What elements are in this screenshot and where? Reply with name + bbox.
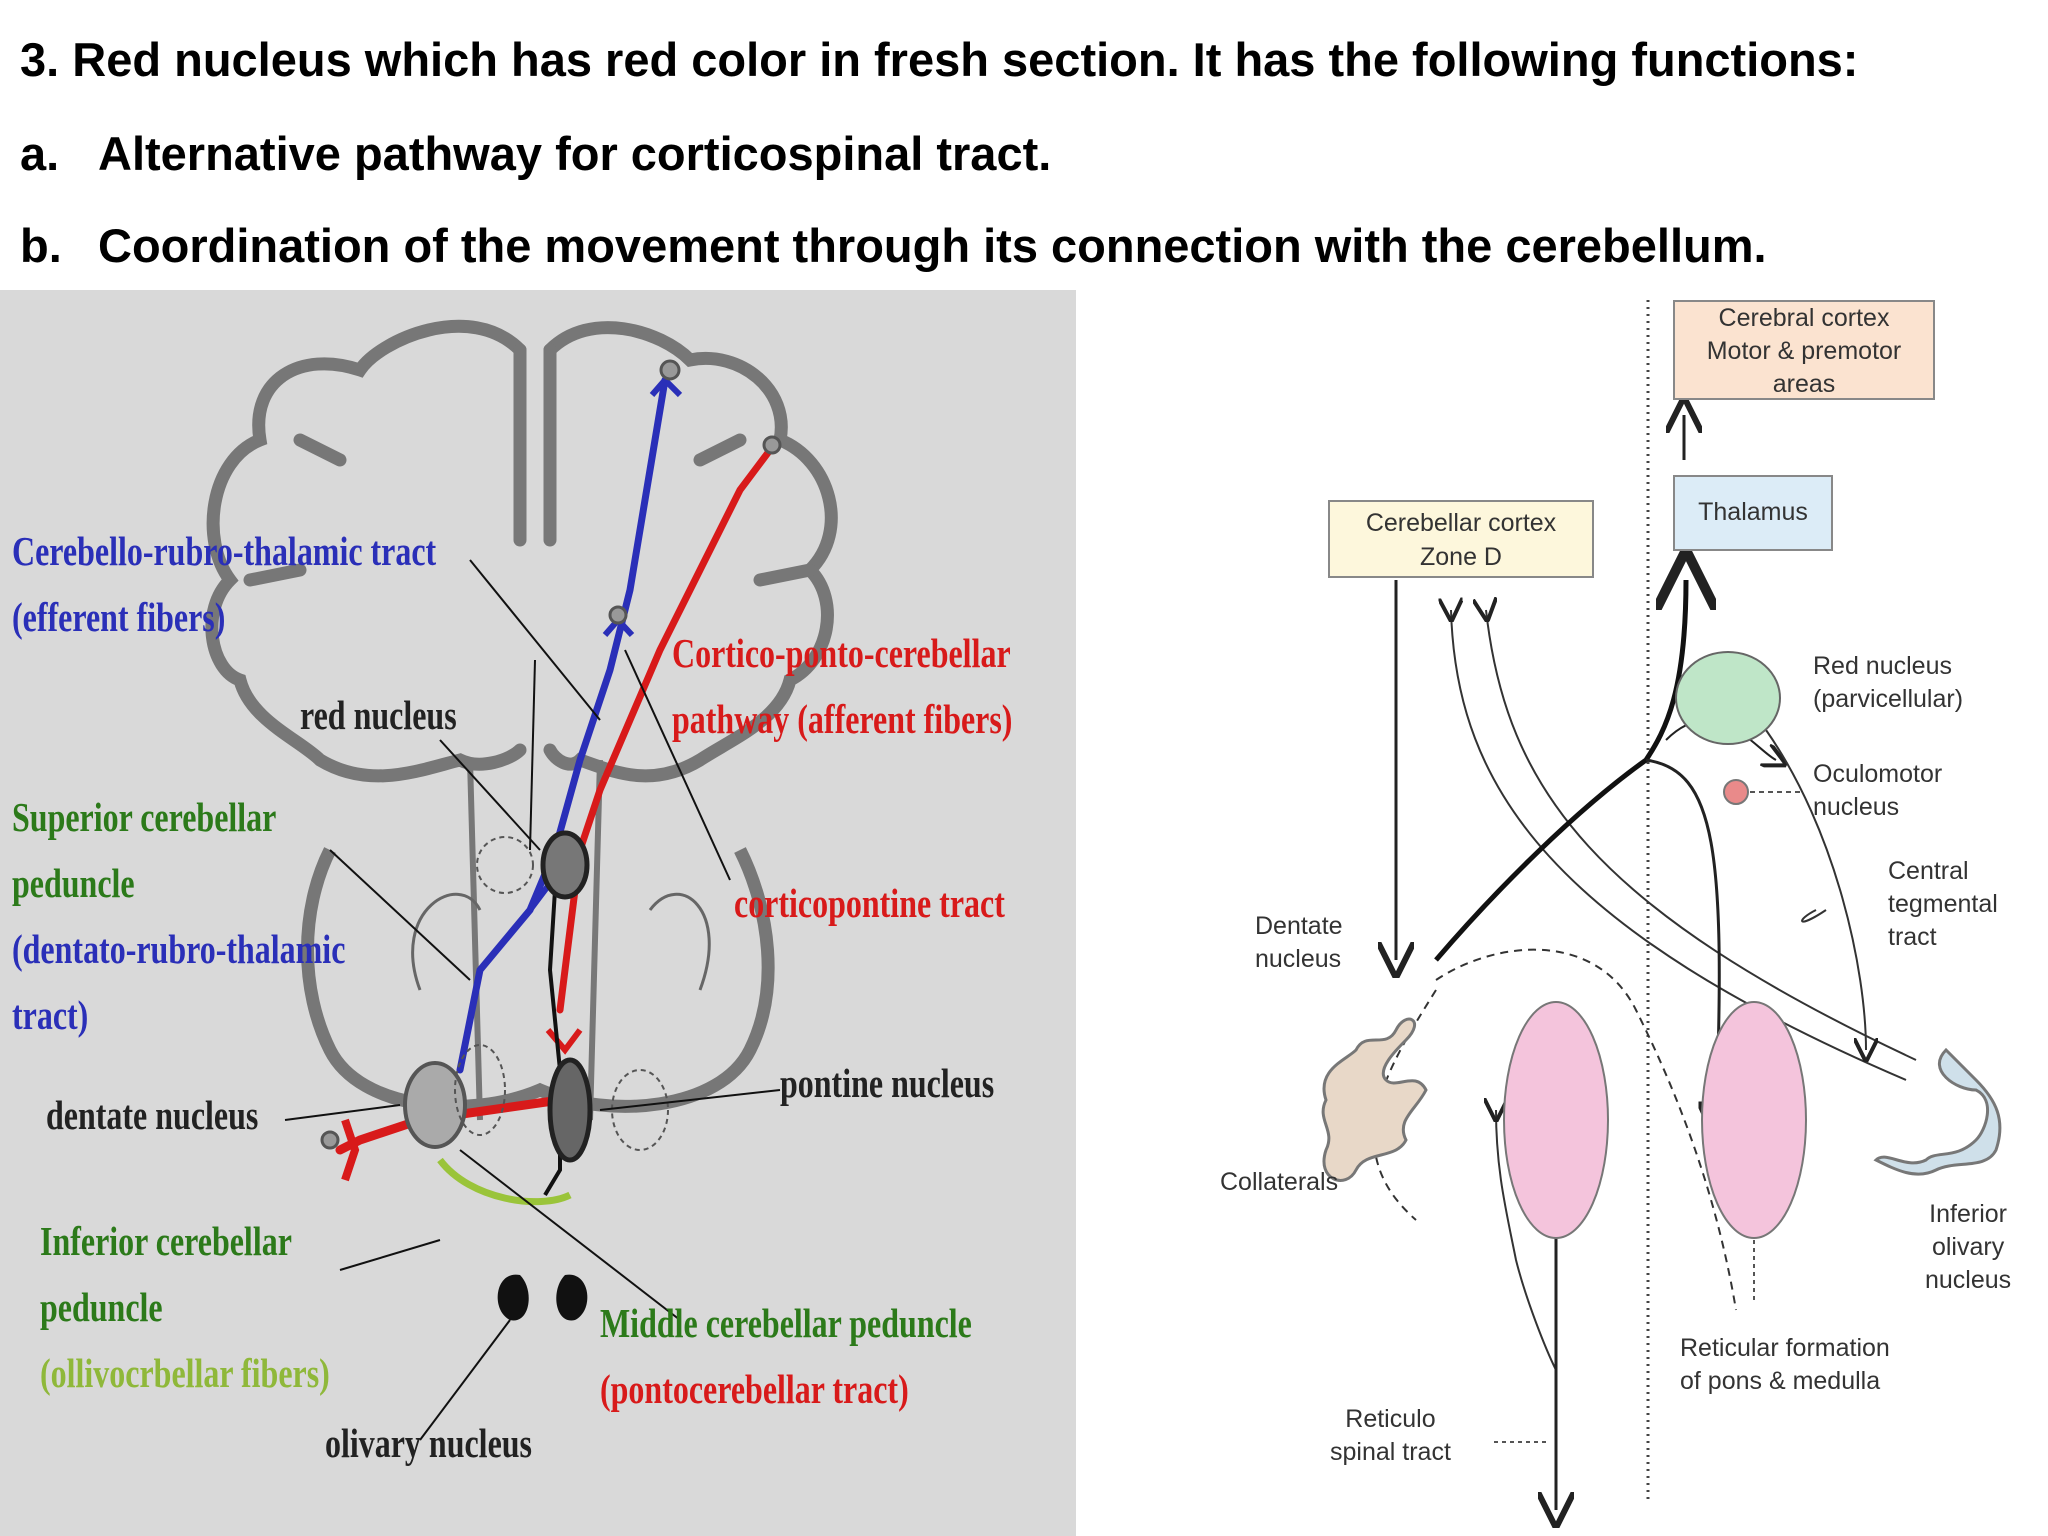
- heading-line-3: b. Coordination of the movement through i…: [20, 218, 1767, 273]
- label-ollivocrbellar-fibers: (ollivocrbellar fibers): [40, 1350, 330, 1396]
- box-cerebellar-cortex-line-2: Zone D: [1420, 543, 1502, 571]
- pointer-lines: [284, 559, 781, 1441]
- blue-tract: [456, 376, 669, 1074]
- dashed-region-3: [454, 1044, 506, 1136]
- label-red-nucleus-right: Red nucleus(parvicellular): [1813, 652, 1964, 713]
- inferior-olivary-squiggle: [1873, 1047, 2002, 1176]
- label-olivary-nucleus: olivary nucleus: [325, 1420, 533, 1466]
- label-dentato-rubro-thalamic: (dentato-rubro-thalamic: [12, 926, 346, 972]
- label-superior-peduncle: peduncle: [12, 860, 135, 906]
- cerebellum-lobes: [411, 892, 711, 991]
- label-dentato-tract: tract): [12, 992, 89, 1038]
- dashed-region-1: [476, 836, 534, 894]
- box-cerebral-cortex-line-1: Cerebral cortex: [1718, 304, 1890, 332]
- label-cortico-ponto-cerebellar: Cortico-ponto-cerebellar: [672, 630, 1011, 676]
- label-dentate-nucleus: dentate nucleus: [46, 1092, 259, 1138]
- list-text-a: Alternative pathway for corticospinal tr…: [98, 127, 1052, 180]
- red-neuron-top: [762, 435, 782, 455]
- red-nucleus-ellipse: [1675, 651, 1781, 745]
- heading-line-1: 3. Red nucleus which has red color in fr…: [20, 33, 1859, 86]
- brainstem-outline: [467, 759, 603, 1121]
- olivary-nucleus-right: [556, 1274, 588, 1321]
- green-fibers: [437, 1157, 572, 1206]
- oculomotor-nucleus-dot: [1723, 779, 1749, 805]
- blue-neuron-mid: [608, 605, 628, 625]
- box-cerebellar-cortex-line-1: Cerebellar cortex: [1365, 509, 1557, 537]
- heading-line-2: a. Alternative pathway for corticospinal …: [20, 126, 1051, 181]
- cerebellar-circuit-drawing: [1321, 300, 2002, 1536]
- red-tract: [556, 446, 774, 1014]
- reticular-formation-right: [1701, 1001, 1807, 1239]
- list-text-b: Coordination of the movement through its…: [98, 219, 1767, 272]
- label-middle-cerebellar-peduncle: Middle cerebellar peduncle: [600, 1300, 972, 1346]
- label-red-nucleus: red nucleus: [300, 692, 457, 738]
- olivary-nucleus-left: [497, 1274, 529, 1321]
- dentatothalamic-tract: [1434, 580, 1686, 962]
- blue-synapse-top: [649, 375, 683, 398]
- pontine-nucleus-shape: [547, 1057, 593, 1163]
- red-neuron-left: [320, 1130, 340, 1150]
- cerebellum-outline: [301, 847, 775, 1113]
- label-pontine-nucleus: pontine nucleus: [780, 1060, 995, 1106]
- cerebrum-outline: [205, 319, 838, 783]
- label-inferior-peduncle: peduncle: [40, 1284, 163, 1330]
- fiber-olive-to-cortex-2: [1486, 610, 1917, 1061]
- label-pontocerebellar-tract: (pontocerebellar tract): [600, 1366, 909, 1412]
- label-inferior-cerebellar: Inferior cerebellar: [40, 1218, 292, 1264]
- red-synapse-bottom: [545, 1028, 583, 1055]
- reticular-formation-left: [1503, 1001, 1609, 1239]
- dashed-region-2: [611, 1069, 669, 1151]
- collateral-arrow: [1496, 1110, 1557, 1371]
- box-thalamus: Thalamus: [1673, 475, 1833, 551]
- dashed-collaterals: [1435, 948, 1737, 1311]
- central-tegmental-tract: [1765, 729, 1866, 1050]
- box-cerebral-cortex: Cerebral cortex Motor & premotor areas: [1673, 300, 1935, 400]
- label-superior-cerebellar: Superior cerebellar: [12, 794, 277, 840]
- box-cerebral-cortex-line-3: areas: [1772, 370, 1836, 398]
- box-cerebellar-cortex: Cerebellar cortex Zone D: [1328, 500, 1594, 578]
- label-efferent-fibers: (efferent fibers): [12, 594, 226, 640]
- dentate-nucleus-squiggle: [1321, 1017, 1428, 1182]
- blue-neuron-top: [659, 359, 681, 381]
- dentate-nucleus-shape: [403, 1061, 467, 1149]
- brain-pathway-drawing: [205, 319, 838, 1441]
- label-collaterals: Collaterals: [1220, 1168, 1339, 1196]
- list-marker-a: a.: [20, 127, 60, 180]
- list-marker-b: b.: [20, 219, 62, 272]
- label-corticopontine-tract: corticopontine tract: [734, 880, 1005, 926]
- branch-to-reticular: [1645, 758, 1719, 1120]
- cerebrum-sulci: [243, 343, 817, 587]
- red-nucleus-shape: [540, 830, 590, 900]
- tegmental-loop: [1801, 909, 1827, 923]
- box-cerebral-cortex-line-2: Motor & premotor: [1706, 337, 1902, 365]
- label-afferent-fibers: pathway (afferent fibers): [672, 696, 1013, 742]
- box-thalamus-label: Thalamus: [1698, 498, 1808, 526]
- brain-pathway-diagram: Cerebello-rubro-thalamic tract (efferent…: [0, 290, 1076, 1536]
- label-cerebello-rubro-thalamic: Cerebello-rubro-thalamic tract: [12, 528, 437, 574]
- red-synapse-left: [341, 1118, 360, 1182]
